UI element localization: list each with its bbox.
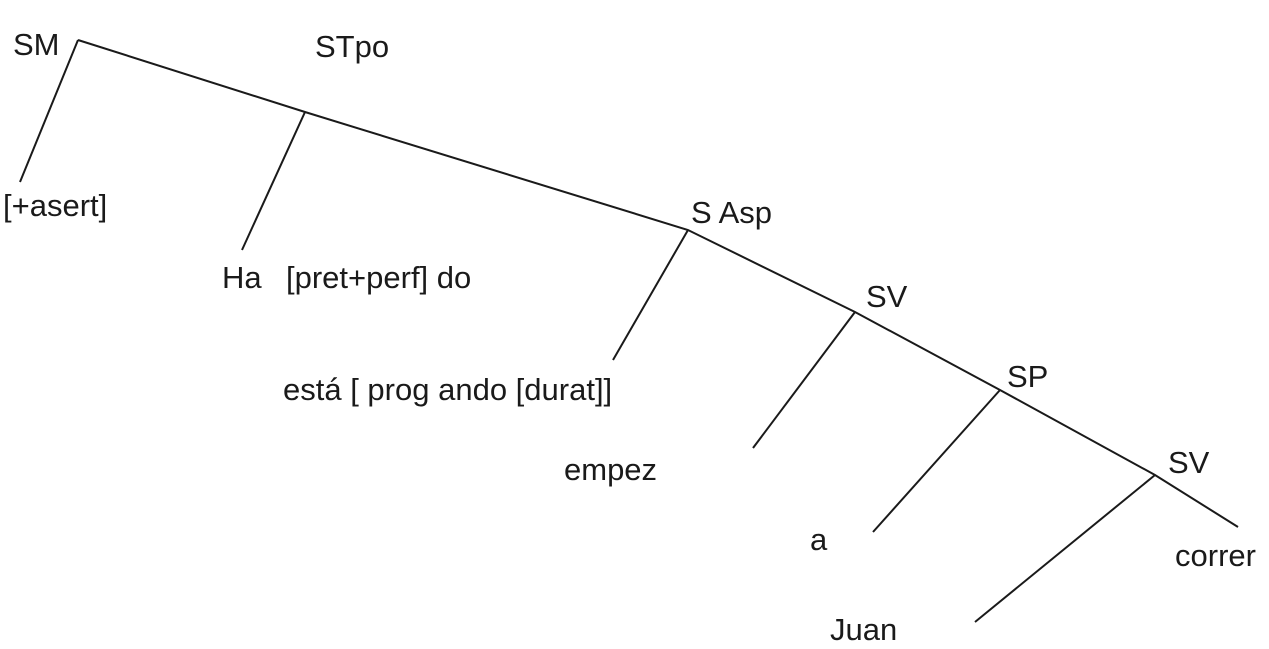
edge-sv-juan: [974, 474, 1156, 623]
edge-sm-asert: [19, 39, 79, 183]
edge-sp-a: [872, 389, 1001, 533]
node-sv-lower: SV: [1168, 445, 1210, 480]
node-sp: SP: [1007, 359, 1048, 394]
leaf-a: a: [810, 522, 828, 557]
leaf-empez: empez: [564, 452, 657, 487]
edge-sasp-esta: [612, 229, 689, 361]
leaf-juan: Juan: [830, 612, 897, 647]
leaf-correr: correr: [1175, 538, 1256, 573]
leaf-asert: [+asert]: [3, 188, 107, 223]
leaf-pret-perf: [pret+perf] do: [286, 260, 471, 295]
leaf-ha: Ha: [222, 260, 262, 295]
edge-stpo-ha: [241, 111, 306, 251]
node-s-asp: S Asp: [691, 195, 772, 230]
node-sv: SV: [866, 279, 908, 314]
node-stpo: STpo: [315, 29, 389, 64]
leaf-esta: está [ prog ando [durat]]: [283, 372, 612, 407]
node-sm: SM: [13, 27, 60, 62]
edge-sv-empez: [752, 311, 856, 449]
